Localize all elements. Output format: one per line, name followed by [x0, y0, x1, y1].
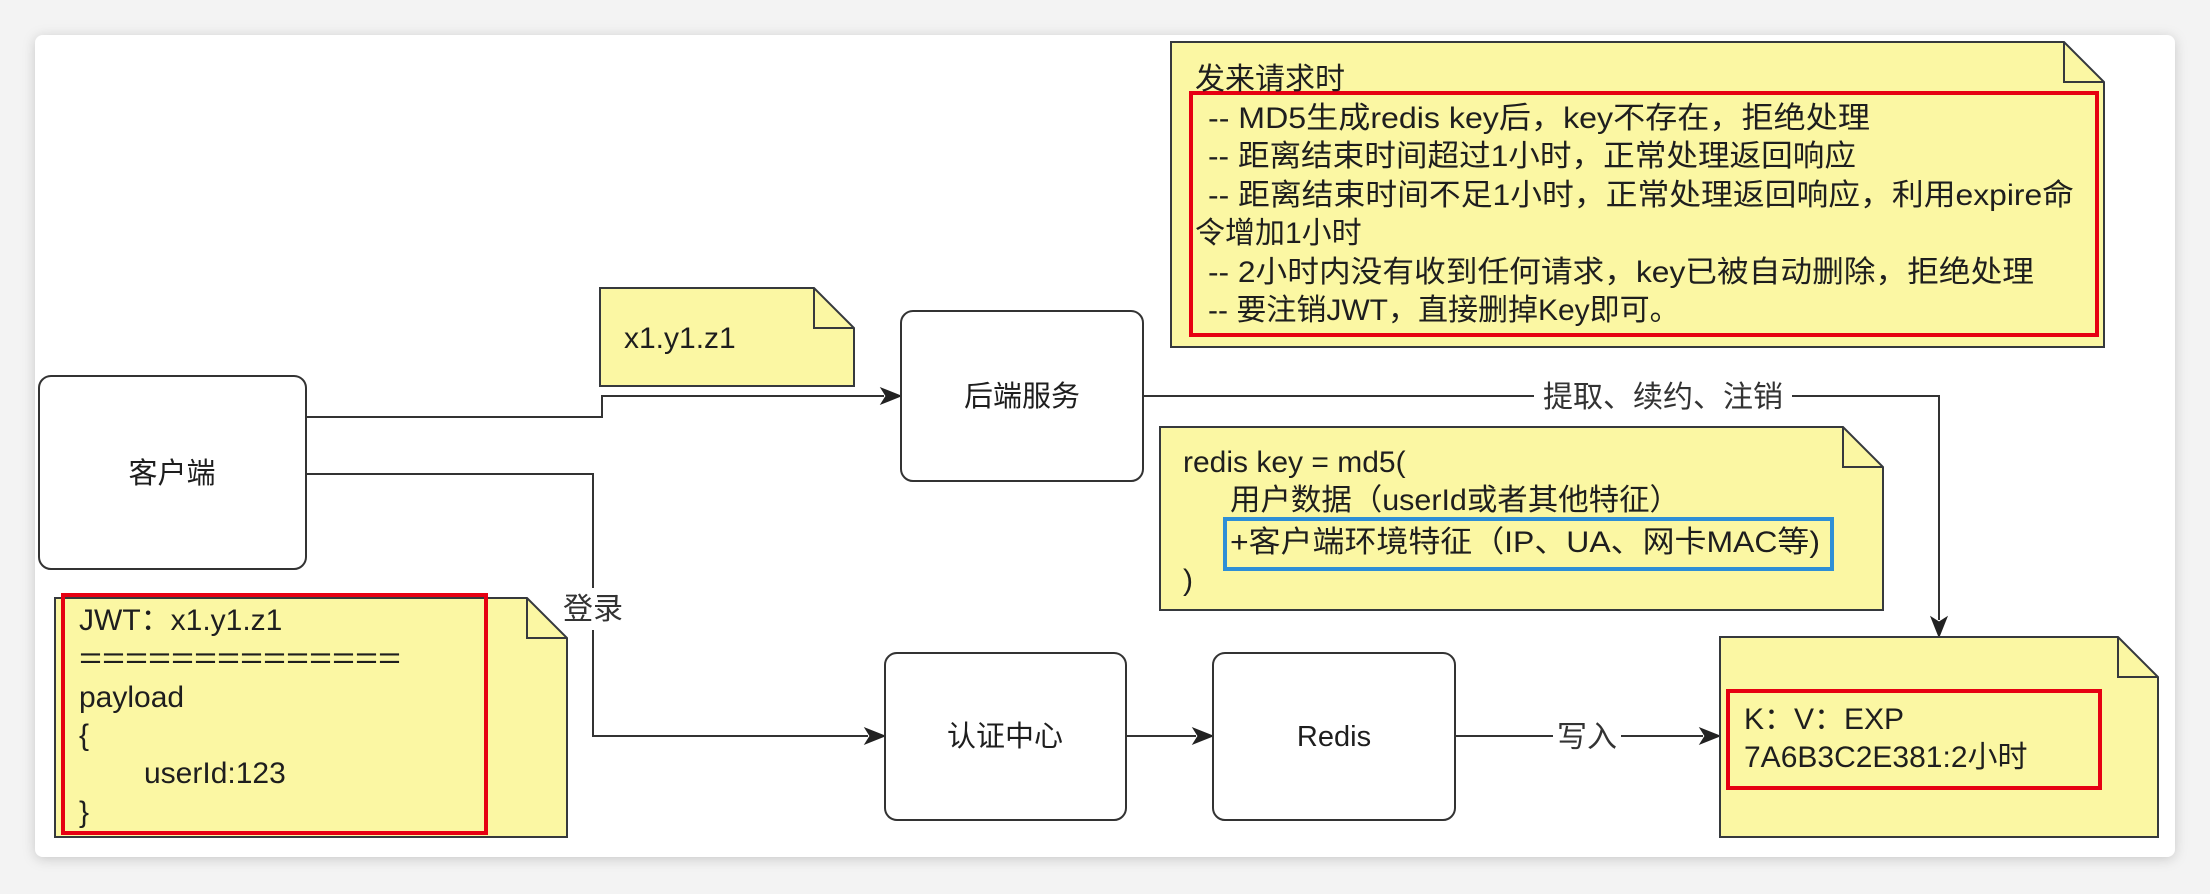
edge-redis-to-kv-write: 写入 — [1455, 716, 1722, 758]
node-label-auth-center: 认证中心 — [947, 720, 1063, 753]
edge-label-bg — [1534, 376, 1792, 418]
note-kv-line: K：V：EXP — [1744, 703, 1904, 736]
note-redis-key-line: ) — [1183, 564, 1193, 597]
note-jwt: JWT：x1.y1.z1 ============== payload { us… — [54, 593, 568, 838]
edge-backend-to-kv: 提取、续约、注销 — [1143, 376, 1949, 639]
node-box — [1212, 652, 1456, 821]
node-client: 客户端 — [38, 375, 307, 570]
edge-line — [306, 395, 884, 418]
note-jwt-line: } — [79, 796, 89, 829]
edge-label-bg — [1553, 716, 1621, 758]
note-body — [1170, 41, 2105, 348]
note-jwt-line: payload — [79, 681, 184, 714]
node-label-redis: Redis — [1297, 721, 1371, 753]
note-token-text: x1.y1.z1 — [624, 322, 736, 355]
note-redis-key-line: redis key = md5( — [1183, 446, 1406, 479]
note-body — [1719, 636, 2159, 838]
edge-line — [1143, 395, 1940, 620]
edge-label-write: 写入 — [1557, 721, 1617, 754]
note-jwt-line: ============== — [79, 642, 401, 675]
highlight-box-red — [1189, 91, 2099, 337]
note-fold — [813, 288, 854, 329]
note-fold — [1842, 427, 1883, 468]
edge-auth-to-redis — [1126, 726, 1215, 746]
arrow-head — [1191, 726, 1215, 746]
highlight-box-red — [61, 593, 488, 835]
note-fold — [526, 598, 567, 639]
note-jwt-line: { — [79, 719, 89, 752]
note-rule-line: -- 距离结束时间不足1小时，正常处理返回响应，利用expire命 — [1208, 179, 2074, 212]
note-rule-line: -- 2小时内没有收到任何请求，key已被自动删除，拒绝处理 — [1208, 256, 2034, 289]
note-redis-key-line: 用户数据（userId或者其他特征） — [1230, 484, 1680, 517]
arrow-head — [879, 386, 903, 406]
note-jwt-line: userId:123 — [144, 757, 286, 790]
note-title: 发来请求时 — [1195, 63, 1345, 96]
edge-client-to-backend — [306, 386, 903, 418]
note-redis-key: redis key = md5( 用户数据（userId或者其他特征） +客户端… — [1159, 426, 1884, 611]
node-label-backend: 后端服务 — [964, 380, 1080, 413]
arrow-head — [863, 726, 887, 746]
node-box — [884, 652, 1127, 821]
node-backend: 后端服务 — [900, 310, 1144, 482]
note-redis-key-line: +客户端环境特征（IP、UA、网卡MAC等) — [1230, 526, 1820, 559]
highlight-box-red — [1726, 689, 2102, 790]
highlight-box-blue — [1223, 517, 1834, 571]
note-jwt-line: JWT：x1.y1.z1 — [79, 604, 282, 637]
note-rule-line: -- 距离结束时间超过1小时，正常处理返回响应 — [1208, 140, 1856, 173]
note-rule-line: -- 要注销JWT，直接删掉Key即可。 — [1208, 294, 1680, 327]
node-redis: Redis — [1212, 652, 1456, 821]
note-body — [54, 597, 568, 838]
note-body — [599, 287, 855, 387]
note-request-rules: 发来请求时 -- MD5生成redis key后，key不存在，拒绝处理 -- … — [1170, 41, 2105, 348]
node-box — [38, 375, 307, 570]
note-fold — [2117, 637, 2158, 678]
node-box — [900, 310, 1144, 482]
note-rule-line: -- MD5生成redis key后，key不存在，拒绝处理 — [1208, 102, 1870, 135]
arrow-head — [1929, 615, 1949, 639]
arrow-head — [1698, 726, 1722, 746]
edge-label-extract-renew-logout: 提取、续约、注销 — [1543, 381, 1783, 414]
note-kv-store: K：V：EXP 7A6B3C2E381:2小时 — [1719, 636, 2159, 838]
edge-label-bg — [561, 588, 625, 630]
node-label-client: 客户端 — [128, 457, 215, 490]
node-auth-center: 认证中心 — [884, 652, 1127, 821]
note-kv-line: 7A6B3C2E381:2小时 — [1744, 741, 2028, 774]
edge-client-to-auth-login: 登录 — [306, 473, 887, 746]
note-token: x1.y1.z1 — [599, 287, 855, 387]
note-rule-line-wrap: 令增加1小时 — [1195, 217, 1362, 250]
note-fold — [2063, 42, 2104, 83]
edge-label-login: 登录 — [563, 593, 623, 626]
